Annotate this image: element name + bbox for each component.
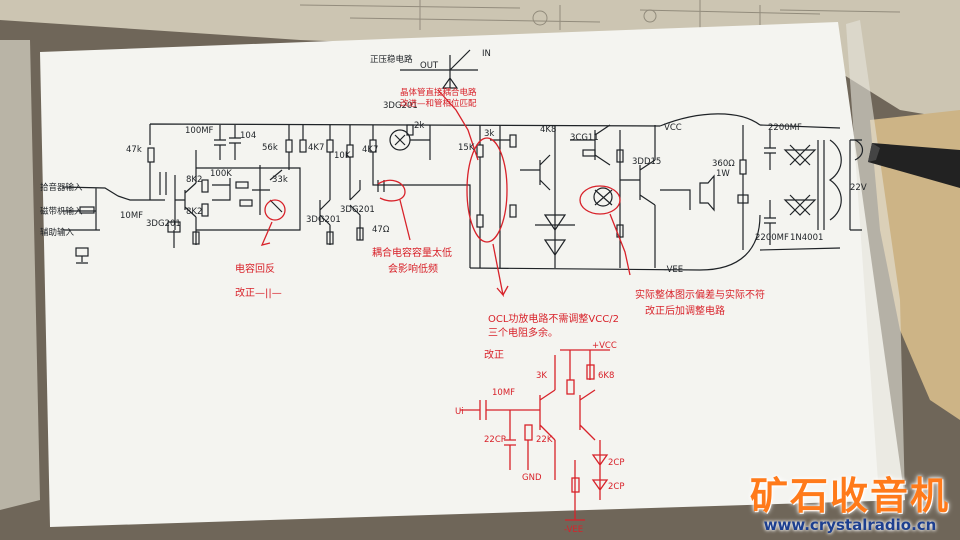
label-q-3dg201-b: 3DG201 xyxy=(306,215,341,225)
label-r-100k: 100K xyxy=(210,169,232,179)
label-r-10k: 10K xyxy=(334,151,351,161)
paper-under-left xyxy=(0,40,40,510)
label-r-8k2b: 8K2 xyxy=(186,207,202,217)
label-out: OUT xyxy=(420,61,439,71)
label-q-top: 3DG201 xyxy=(383,101,418,111)
label-c-104: 104 xyxy=(240,131,256,141)
yellowed-paper-right xyxy=(870,110,960,420)
label-r-33k: 33k xyxy=(272,175,288,185)
bottom-rail xyxy=(469,267,701,271)
label-in-tape: 磁带机输入 xyxy=(40,206,83,217)
schematic-ink xyxy=(61,49,864,271)
label-q-3dg201-a: 3DG201 xyxy=(146,219,181,229)
label-r-4k7a: 4K7 xyxy=(308,143,324,153)
label-transistor-note-2: 改进—和管相位匹配 xyxy=(400,98,477,109)
label-vcc: VCC xyxy=(664,123,682,133)
pen xyxy=(868,143,960,188)
fix-c10: 10MF xyxy=(492,388,515,398)
label-r-15k: 15K xyxy=(458,143,475,153)
red-note-3: 耦合电容容量太低 xyxy=(372,246,452,259)
label-r-360: 360Ω xyxy=(712,159,735,169)
red-note-1: 电容回反 xyxy=(235,262,275,275)
label-q-3cg11: 3CG11 xyxy=(570,133,599,143)
top-rail xyxy=(149,113,761,145)
main-paper xyxy=(40,22,905,527)
label-vee: -VEE xyxy=(664,265,683,275)
red-note-8: 改正后加调整电路 xyxy=(645,304,725,317)
fix-title: 改正 xyxy=(484,348,504,361)
label-stabilizer: 正压稳电路 xyxy=(370,54,413,65)
label-in-pickup: 拾音器输入 xyxy=(40,182,83,193)
red-note-6: 三个电阻多余。 xyxy=(488,326,558,339)
label-r-47k: 47k xyxy=(126,145,142,155)
fix-2cp-a: 2CP xyxy=(608,458,624,468)
correction-schematic xyxy=(460,349,610,521)
fix-r6k8: 6K8 xyxy=(598,371,614,381)
fix-r22k: 22K xyxy=(536,435,553,445)
label-r-10mf: 10MF xyxy=(120,211,143,221)
red-note-7: 实际整体图示偏差与实际不符 xyxy=(635,288,765,301)
watermark-url: www.crystalradio.cn xyxy=(763,516,937,534)
watermark-title: 矿石收音机 xyxy=(749,474,950,518)
label-q-3dd15: 3DD15 xyxy=(632,157,661,167)
fix-vcc: +VCC xyxy=(592,341,617,351)
fix-2cp-b: 2CP xyxy=(608,482,624,492)
label-c-2200mf-2: 2200MF xyxy=(755,233,789,243)
label-r-1w: 1W xyxy=(716,169,730,179)
red-note-2: 改正—||— xyxy=(235,286,282,299)
label-in: IN xyxy=(482,49,491,59)
red-annotations xyxy=(260,89,631,298)
label-diode-note: 1N4001 xyxy=(790,233,823,243)
fix-c22: 22CP xyxy=(484,435,506,445)
red-note-5: OCL功放电路不需调整VCC/2 xyxy=(488,312,619,325)
label-r-8k2a: 8K2 xyxy=(186,175,202,185)
background-schematic-lines xyxy=(299,0,901,30)
label-r-4k7b: 4K7 xyxy=(362,145,378,155)
label-c-2200mf: 2200MF xyxy=(768,123,802,133)
fix-vee: -VEE xyxy=(564,525,583,535)
watermark: 矿石收音机 www.crystalradio.cn xyxy=(750,476,950,534)
label-v-22: 22V xyxy=(850,183,867,193)
ink-labels: 正压稳电路 OUT IN 3DG201 2k 100MF 104 47k 56k… xyxy=(40,49,867,275)
label-transistor-note-1: 晶体管直接耦合电路 xyxy=(400,87,477,98)
fix-in: Ui xyxy=(455,407,464,417)
fix-labels: +VCC -VEE Ui 10MF 22CP 22K 3K 6K8 GND 2C… xyxy=(455,341,624,535)
label-q-3dg201-c: 3DG201 xyxy=(340,205,375,215)
red-labels: 电容回反 改正—||— 耦合电容容量太低 会影响低频 OCL功放电路不需调整VC… xyxy=(235,246,765,361)
label-r-4k8: 4K8 xyxy=(540,125,556,135)
label-c-100mf: 100MF xyxy=(185,126,214,136)
fix-gnd: GND xyxy=(522,473,542,483)
label-r-2k: 2k xyxy=(414,121,424,131)
label-r-56k: 56k xyxy=(262,143,278,153)
label-r-47r: 47Ω xyxy=(372,225,390,235)
label-r-3k: 3k xyxy=(484,129,494,139)
fix-r3k: 3K xyxy=(536,371,547,381)
paper-shadow xyxy=(846,20,905,510)
label-in-aux: 辅助输入 xyxy=(40,227,75,238)
red-note-4: 会影响低频 xyxy=(388,262,438,275)
